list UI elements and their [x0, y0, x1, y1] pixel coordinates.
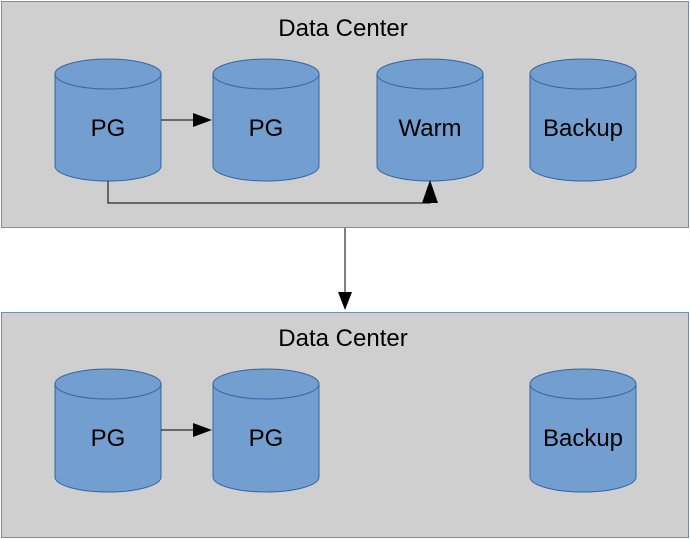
database-label: Backup — [543, 425, 623, 452]
data-center-1-title: Data Center — [278, 15, 407, 42]
database-cylinder-backup: Backup — [529, 368, 637, 493]
replication-arrow — [161, 113, 212, 127]
database-cylinder-backup: Backup — [529, 58, 637, 182]
database-label: PG — [249, 115, 284, 142]
data-center-2: Data Center PG PG Backup — [1, 312, 689, 538]
database-label: PG — [91, 425, 126, 452]
database-cylinder-pg-primary: PG — [54, 368, 162, 493]
database-label: Backup — [543, 115, 623, 142]
database-cylinder-pg-replica: PG — [212, 368, 320, 493]
data-center-2-title: Data Center — [278, 325, 407, 352]
database-cylinder-warm: Warm — [376, 58, 484, 182]
datacenter-link-arrow — [338, 228, 352, 310]
replication-arrow — [161, 423, 212, 437]
data-center-1: Data Center PG PG Warm Backup — [1, 1, 689, 228]
database-label: PG — [249, 425, 284, 452]
database-label: PG — [91, 115, 126, 142]
database-cylinder-pg-primary: PG — [54, 58, 162, 182]
database-cylinder-pg-replica: PG — [212, 58, 320, 182]
database-label: Warm — [398, 115, 461, 142]
warm-standby-arrow — [107, 180, 438, 204]
